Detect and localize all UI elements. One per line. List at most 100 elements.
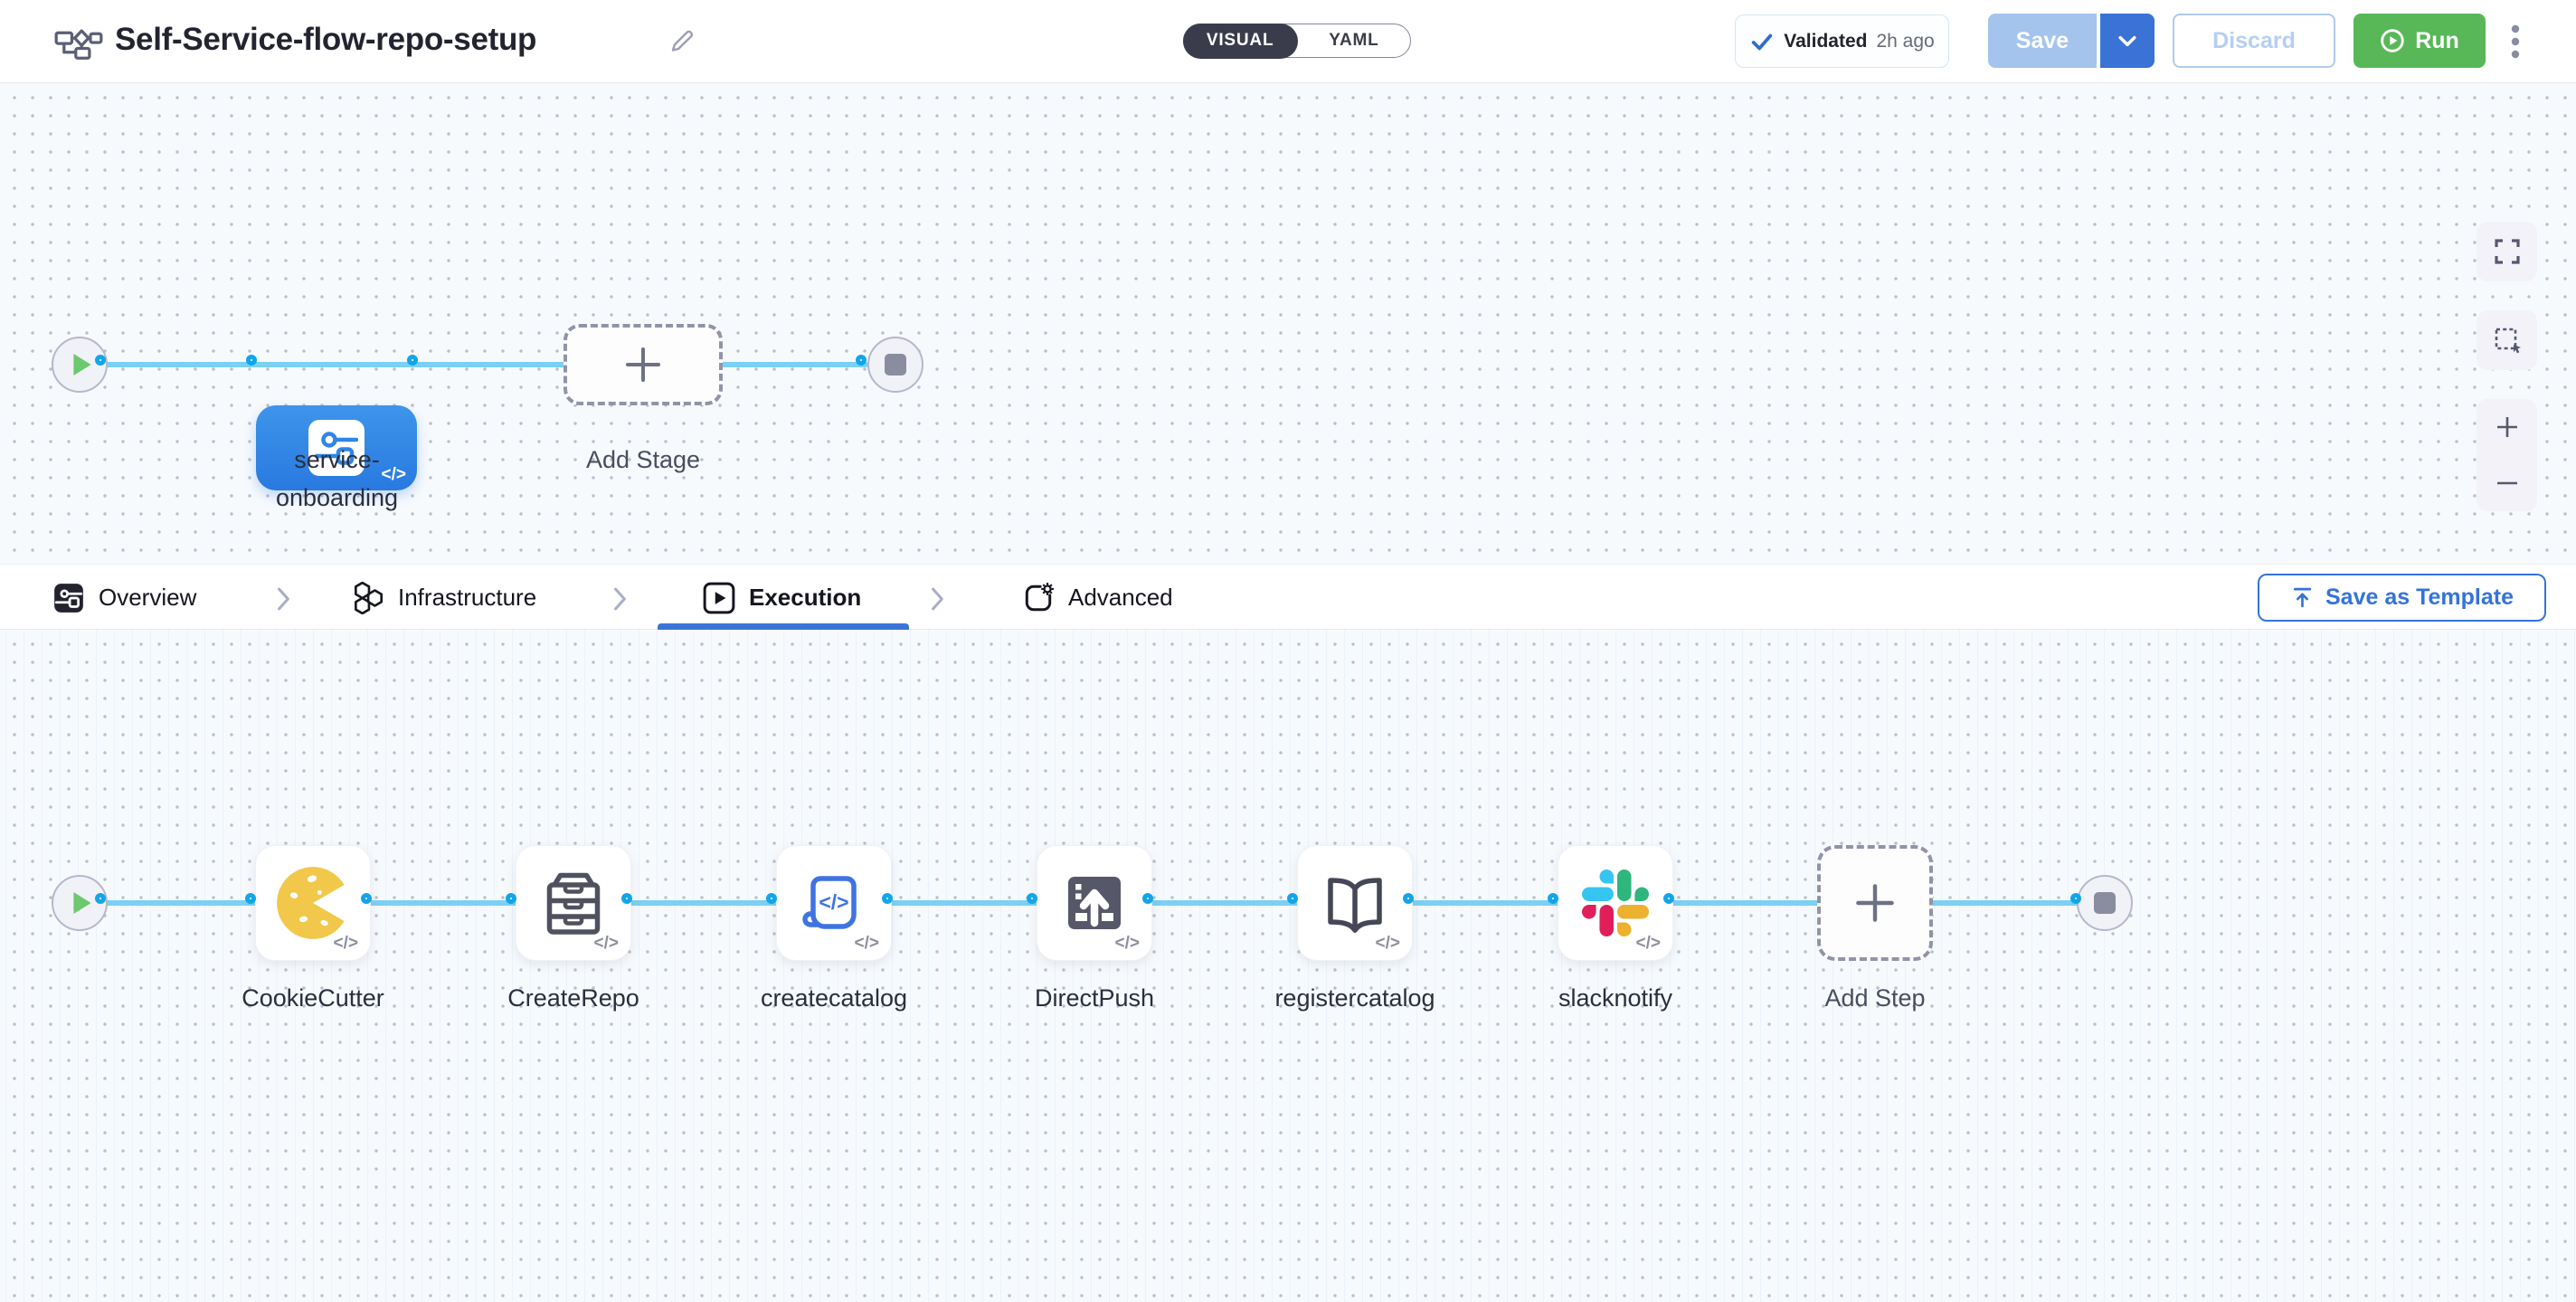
start-play-icon — [72, 892, 91, 914]
step-label[interactable]: slacknotify — [1558, 984, 1673, 1012]
advanced-icon — [1025, 582, 1054, 611]
connector-dot[interactable] — [766, 893, 777, 904]
connector-dot[interactable] — [245, 893, 256, 904]
connector-dot[interactable] — [856, 355, 867, 366]
upload-template-icon — [2293, 587, 2312, 608]
step-end-node[interactable] — [2077, 875, 2133, 931]
toggle-visual[interactable]: VISUAL — [1182, 23, 1298, 59]
fullscreen-button[interactable] — [2477, 222, 2537, 281]
open-book-icon — [1328, 878, 1382, 933]
step-label[interactable]: createcatalog — [760, 984, 908, 1012]
connector-dot[interactable] — [1663, 893, 1674, 904]
tab-label: Infrastructure — [398, 584, 537, 611]
tab-infrastructure[interactable]: Infrastructure — [352, 565, 536, 631]
chevron-right-icon — [278, 587, 289, 611]
zoom-controls — [2477, 399, 2537, 511]
add-stage-label: Add Stage — [585, 446, 701, 473]
save-options-button[interactable] — [2098, 14, 2155, 68]
step-node-slacknotify[interactable]: </> — [1558, 845, 1673, 961]
connector-dot[interactable] — [506, 893, 516, 904]
chevron-down-icon — [2118, 35, 2136, 46]
stage-node-service-onboarding[interactable]: </> — [256, 405, 417, 490]
more-options-icon[interactable] — [2511, 24, 2520, 59]
code-badge: </> — [1114, 934, 1140, 953]
connector-dot[interactable] — [1142, 893, 1153, 904]
connector-dot[interactable] — [95, 355, 106, 366]
step-node-createcatalog[interactable]: </> </> — [776, 845, 892, 961]
connector-dot[interactable] — [2070, 893, 2081, 904]
run-button[interactable]: Run — [2353, 14, 2486, 68]
stage-tabbar: Overview Infrastructure Execution — [0, 564, 2576, 630]
edit-pencil-icon[interactable] — [667, 27, 696, 56]
code-scroll-icon: </> — [802, 876, 857, 929]
stage-end-node[interactable] — [867, 337, 923, 393]
step-node-directpush[interactable]: </> — [1037, 845, 1152, 961]
zoom-out-button[interactable] — [2477, 455, 2537, 511]
stage-label[interactable]: service-onboarding — [275, 446, 399, 511]
toggle-yaml[interactable]: YAML — [1329, 31, 1379, 50]
step-label[interactable]: registercatalog — [1274, 984, 1435, 1012]
check-icon — [1752, 33, 1773, 50]
stage-connector-line — [105, 362, 868, 367]
zoom-in-button[interactable] — [2477, 399, 2537, 455]
connector-dot[interactable] — [882, 893, 893, 904]
execution-icon — [703, 582, 735, 613]
tab-execution[interactable]: Execution — [703, 565, 861, 631]
save-button[interactable]: Save — [1988, 14, 2097, 68]
overview-icon — [54, 583, 83, 613]
tab-label: Overview — [99, 584, 197, 611]
zoom-in-icon — [2496, 417, 2517, 437]
execution-canvas[interactable]: </> </> — [0, 630, 2576, 1302]
step-node-registercatalog[interactable]: </> — [1297, 845, 1413, 961]
play-circle-icon — [2381, 29, 2404, 52]
stage-canvas[interactable]: </> service-onboarding Add Stage — [0, 83, 2576, 564]
repo-drawers-icon — [546, 872, 601, 935]
plus-icon — [1856, 884, 1894, 922]
marquee-select-button[interactable] — [2477, 310, 2537, 370]
add-step-button[interactable] — [1817, 845, 1933, 961]
connector-dot[interactable] — [407, 355, 418, 366]
code-badge: </> — [1375, 934, 1400, 953]
marquee-select-icon — [2495, 328, 2521, 354]
cookiecutter-icon — [277, 867, 345, 939]
push-upload-icon — [1068, 877, 1121, 929]
infrastructure-icon — [355, 581, 384, 614]
zoom-out-icon — [2496, 481, 2517, 485]
stage-icon — [308, 420, 365, 476]
step-label[interactable]: CookieCutter — [242, 984, 384, 1012]
save-as-template-label: Save as Template — [2325, 584, 2514, 610]
connector-dot[interactable] — [621, 893, 632, 904]
step-label[interactable]: CreateRepo — [507, 984, 639, 1012]
chevron-right-icon — [932, 587, 943, 611]
add-step-label: Add Step — [1824, 984, 1926, 1012]
discard-button[interactable]: Discard — [2173, 14, 2335, 68]
code-badge: </> — [854, 934, 879, 953]
plus-icon — [626, 347, 660, 382]
validated-badge: Validated 2h ago — [1735, 14, 1949, 68]
step-node-cookiecutter[interactable]: </> — [255, 845, 371, 961]
run-label: Run — [2415, 27, 2459, 53]
step-node-createrepo[interactable]: </> — [516, 845, 631, 961]
connector-dot[interactable] — [1548, 893, 1558, 904]
connector-dot[interactable] — [361, 893, 372, 904]
slack-icon — [1582, 870, 1649, 936]
step-label[interactable]: DirectPush — [1034, 984, 1155, 1012]
code-badge: </> — [593, 934, 619, 953]
chevron-right-icon — [614, 587, 626, 611]
code-badge: </> — [381, 465, 406, 484]
validated-time: 2h ago — [1876, 30, 1935, 52]
start-play-icon — [72, 354, 91, 375]
add-stage-button[interactable] — [564, 324, 723, 405]
connector-dot[interactable] — [1027, 893, 1037, 904]
code-badge: </> — [1635, 934, 1661, 953]
connector-dot[interactable] — [246, 355, 257, 366]
stop-icon — [2094, 892, 2116, 914]
connector-dot[interactable] — [1403, 893, 1414, 904]
tab-overview[interactable]: Overview — [52, 565, 196, 631]
connector-dot[interactable] — [95, 893, 106, 904]
connector-dot[interactable] — [1287, 893, 1298, 904]
save-as-template-button[interactable]: Save as Template — [2258, 574, 2546, 622]
tab-advanced[interactable]: Advanced — [1022, 565, 1173, 631]
fullscreen-icon — [2494, 239, 2520, 264]
